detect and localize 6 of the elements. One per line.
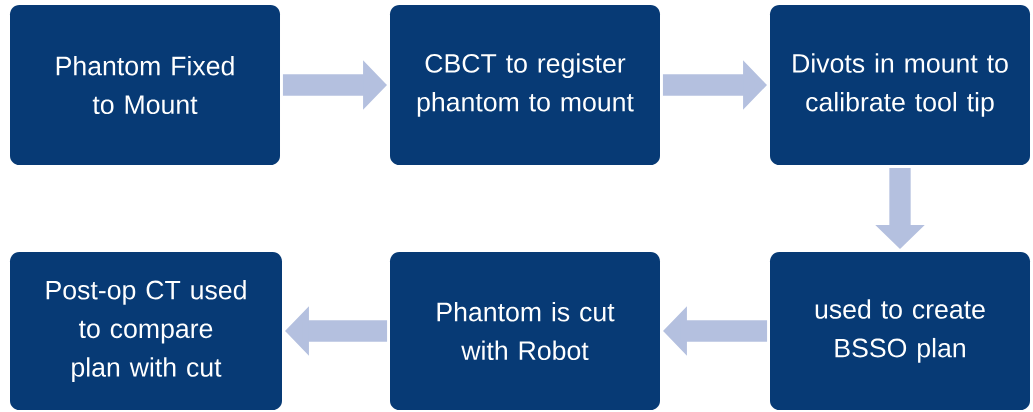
- process-box: used to create BSSO plan: [770, 252, 1030, 410]
- process-box: CBCT to register phantom to mount: [390, 5, 660, 165]
- process-box: Divots in mount to calibrate tool tip: [770, 5, 1030, 165]
- process-box: Phantom is cut with Robot: [390, 252, 660, 410]
- process-box: Post-op CT used to compare plan with cut: [10, 252, 282, 410]
- process-box: Phantom Fixed to Mount: [10, 5, 280, 165]
